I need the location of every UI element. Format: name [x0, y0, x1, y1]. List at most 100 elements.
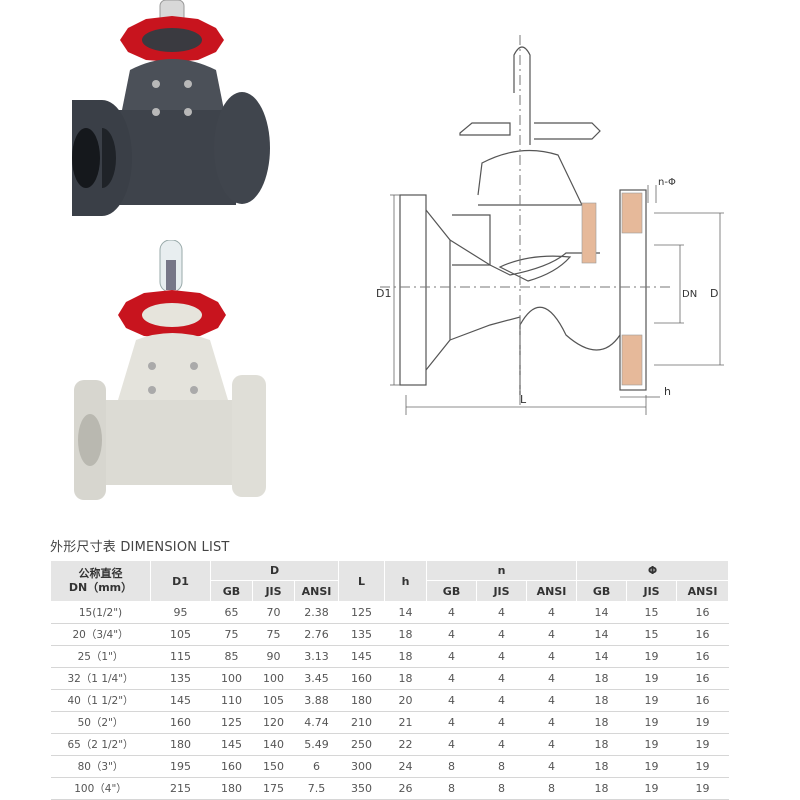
header-n: n	[426, 560, 578, 581]
cell-l: 210	[338, 711, 385, 734]
cell-d1: 145	[150, 689, 211, 712]
cell-n-jis: 4	[476, 733, 527, 756]
cell-d-gb: 85	[210, 645, 253, 668]
cell-d-gb: 160	[210, 755, 253, 778]
cell-phi-gb: 14	[576, 645, 627, 668]
cell-phi-jis: 19	[626, 645, 677, 668]
cell-dn: 20（3/4"）	[50, 623, 151, 646]
cell-phi-ansi: 16	[676, 601, 729, 624]
cell-dn: 50（2"）	[50, 711, 151, 734]
cell-h: 21	[384, 711, 427, 734]
header-phi-gb: GB	[576, 580, 628, 602]
cell-n-jis: 4	[476, 711, 527, 734]
cell-d-ansi: 3.13	[294, 645, 339, 668]
white-pp-valve-image	[74, 240, 266, 500]
cell-d-gb: 110	[210, 689, 253, 712]
header-n-jis: JIS	[476, 580, 528, 602]
cell-n-gb: 4	[426, 623, 477, 646]
cell-l: 125	[338, 601, 385, 624]
cell-n-gb: 8	[426, 777, 477, 800]
cell-d1: 135	[150, 667, 211, 690]
cell-n-ansi: 4	[526, 645, 577, 668]
cell-d-ansi: 6	[294, 755, 339, 778]
cell-n-ansi: 4	[526, 733, 577, 756]
header-d: D	[209, 560, 340, 581]
cell-dn: 32（1 1/4"）	[50, 667, 151, 690]
cell-dn: 15(1/2")	[50, 601, 151, 624]
cell-h: 18	[384, 623, 427, 646]
cell-phi-ansi: 19	[676, 777, 729, 800]
cell-phi-gb: 14	[576, 623, 627, 646]
header-d-ansi: ANSI	[293, 580, 340, 602]
cell-phi-jis: 19	[626, 755, 677, 778]
cell-phi-gb: 14	[576, 601, 627, 624]
cell-n-jis: 4	[476, 601, 527, 624]
dimension-list-title: 外形尺寸表 DIMENSION LIST	[50, 540, 230, 555]
cell-h: 20	[384, 689, 427, 712]
header-h: h	[384, 560, 428, 602]
cell-h: 18	[384, 645, 427, 668]
cell-dn: 25（1"）	[50, 645, 151, 668]
cell-n-ansi: 4	[526, 711, 577, 734]
cell-d1: 105	[150, 623, 211, 646]
cell-d-ansi: 3.45	[294, 667, 339, 690]
cell-phi-ansi: 19	[676, 711, 729, 734]
cell-d-gb: 180	[210, 777, 253, 800]
header-l: L	[338, 560, 386, 602]
cell-phi-jis: 19	[626, 689, 677, 712]
cell-phi-gb: 18	[576, 667, 627, 690]
cell-d1: 160	[150, 711, 211, 734]
cell-l: 250	[338, 733, 385, 756]
cell-n-gb: 4	[426, 689, 477, 712]
cell-d-gb: 65	[210, 601, 253, 624]
cell-d-gb: 100	[210, 667, 253, 690]
cell-phi-ansi: 19	[676, 733, 729, 756]
cell-l: 160	[338, 667, 385, 690]
cell-d-jis: 175	[252, 777, 295, 800]
cell-phi-jis: 19	[626, 777, 677, 800]
cell-n-jis: 4	[476, 667, 527, 690]
cell-h: 14	[384, 601, 427, 624]
cell-n-jis: 4	[476, 645, 527, 668]
cell-phi-gb: 18	[576, 711, 627, 734]
header-dn: 公称直径 DN（mm）	[50, 560, 151, 602]
cell-phi-gb: 18	[576, 777, 627, 800]
cell-d-jis: 100	[252, 667, 295, 690]
cell-phi-ansi: 16	[676, 645, 729, 668]
cell-d-ansi: 3.88	[294, 689, 339, 712]
cell-h: 22	[384, 733, 427, 756]
cell-n-ansi: 8	[526, 777, 577, 800]
cell-d-ansi: 4.74	[294, 711, 339, 734]
cell-d1: 215	[150, 777, 211, 800]
header-dn-line2: DN（mm）	[68, 581, 133, 594]
cell-l: 135	[338, 623, 385, 646]
label-d1: D1	[376, 287, 391, 300]
cell-n-jis: 8	[476, 755, 527, 778]
cell-h: 24	[384, 755, 427, 778]
cell-phi-jis: 19	[626, 733, 677, 756]
cell-l: 350	[338, 777, 385, 800]
cell-n-gb: 4	[426, 645, 477, 668]
cell-h: 18	[384, 667, 427, 690]
cell-d-gb: 145	[210, 733, 253, 756]
cell-d-gb: 75	[210, 623, 253, 646]
cell-n-jis: 8	[476, 777, 527, 800]
cell-n-gb: 4	[426, 711, 477, 734]
cell-phi-ansi: 16	[676, 667, 729, 690]
cell-l: 180	[338, 689, 385, 712]
cell-phi-jis: 15	[626, 601, 677, 624]
cell-n-gb: 4	[426, 601, 477, 624]
header-phi: Φ	[576, 560, 730, 581]
cell-n-ansi: 4	[526, 667, 577, 690]
cell-d-jis: 140	[252, 733, 295, 756]
cell-n-jis: 4	[476, 623, 527, 646]
header-phi-ansi: ANSI	[676, 580, 730, 602]
